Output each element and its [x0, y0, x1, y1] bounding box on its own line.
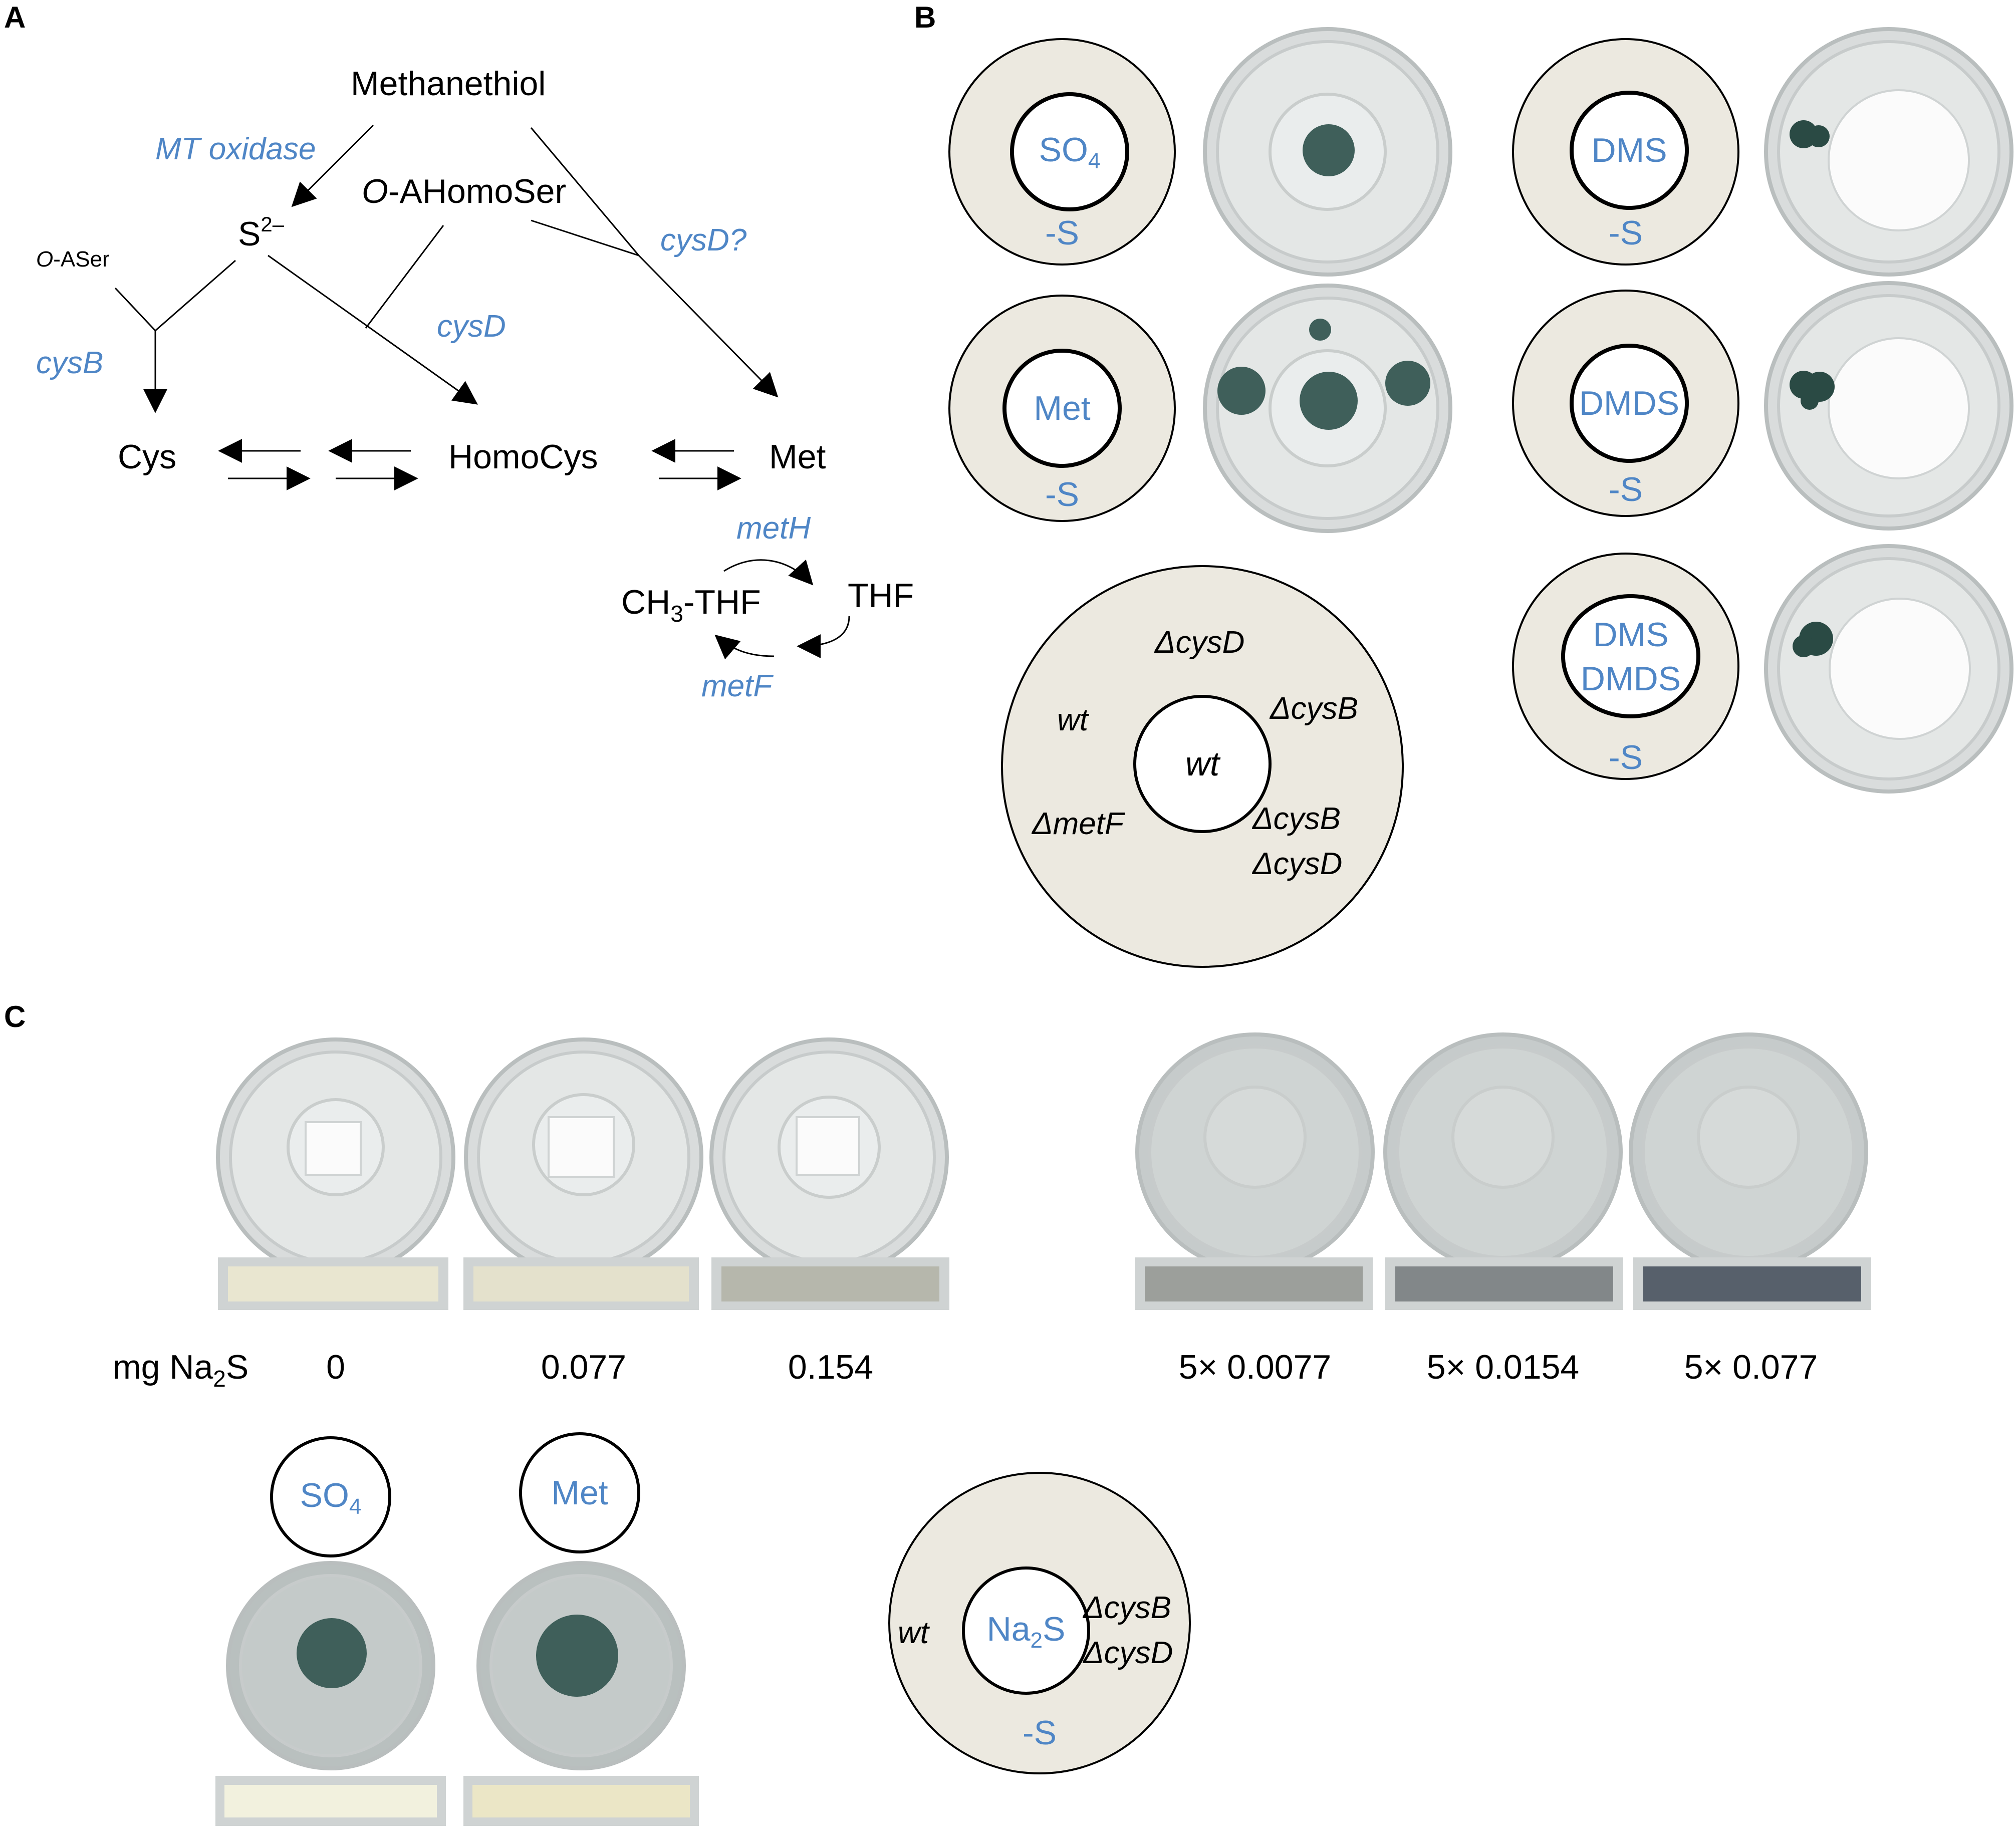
na2s-key-minus-s: -S — [1023, 1714, 1057, 1752]
amount-2: 0.154 — [788, 1348, 873, 1386]
key-strain-cysd-top: ΔcysD — [1154, 625, 1244, 660]
met-synthesis-arrow — [638, 254, 779, 398]
mt-oxidase-arrow — [291, 124, 374, 207]
disc-dms-inner-label: DMS — [1591, 131, 1667, 169]
metf-label: metF — [701, 669, 774, 703]
plate-photo-dms-dmds — [1764, 544, 2013, 794]
disc-dmds: DMDS -S — [1512, 290, 1739, 517]
plate-photo-so4 — [1203, 27, 1452, 277]
strip-5 — [1643, 1266, 1861, 1301]
o-aser-label: O-ASer — [36, 247, 110, 272]
cysd-label: cysD — [437, 309, 506, 344]
na2s-key-wt: wt — [898, 1616, 930, 1650]
mt-oxidase-label: MT oxidase — [155, 132, 316, 166]
amount-axis-label: mg Na2S — [113, 1348, 248, 1392]
key-strain-cysd-lower: ΔcysD — [1251, 847, 1342, 881]
sulfide-to-homocys-arrow — [268, 254, 478, 405]
plate-na2s-0154 — [709, 1037, 949, 1277]
thf-return-arrow — [797, 616, 850, 658]
control-so4-label: SO4 — [300, 1476, 362, 1519]
disc-dms-dmds-outer-label: -S — [1609, 738, 1643, 776]
strip-0 — [228, 1266, 438, 1301]
strip-2 — [721, 1266, 939, 1301]
na2s-plates-row — [216, 1032, 1868, 1277]
oaser-line — [114, 287, 156, 332]
key-strain-wt-left: wt — [1057, 703, 1090, 737]
panel-label-c: C — [4, 1000, 26, 1033]
strip-4 — [1395, 1266, 1613, 1301]
key-strain-cysb-lower: ΔcysB — [1251, 802, 1341, 836]
plate-na2s-0 — [216, 1037, 455, 1277]
disc-dms-dmds: DMS DMDS -S — [1512, 553, 1739, 780]
metf-cycle-arrow — [714, 634, 775, 660]
plate-na2s-5x0077 — [1629, 1032, 1868, 1272]
key-strain-cysb-right: ΔcysB — [1269, 691, 1358, 726]
amount-0: 0 — [326, 1348, 345, 1386]
panel-b: B SO4 -S Met -S DMS -S DMDS -S — [914, 1, 2013, 968]
panel-label-b: B — [914, 1, 936, 34]
na2s-key-center-label: Na2S — [987, 1610, 1066, 1653]
disc-met: Met -S — [948, 295, 1176, 522]
control-so4: SO4 — [215, 1436, 446, 1826]
amount-4: 5× 0.0154 — [1427, 1348, 1579, 1386]
key-strain-metf: ΔmetF — [1031, 807, 1125, 841]
strip-3 — [1145, 1266, 1363, 1301]
o-ahomoser-label: O-AHomoSer — [362, 172, 566, 210]
plate-na2s-0077 — [464, 1037, 703, 1277]
sulfide-label: S2– — [238, 212, 285, 253]
na2s-layout-key: Na2S wt ΔcysB ΔcysD -S — [888, 1472, 1191, 1774]
amount-3: 5× 0.0077 — [1179, 1348, 1331, 1386]
homocys-label: HomoCys — [448, 438, 598, 476]
key-center-wt: wt — [1185, 745, 1221, 783]
strain-layout-key: wt ΔcysD ΔcysB ΔcysB ΔcysD ΔmetF wt — [1001, 565, 1404, 968]
ch3-thf-label: CH3-THF — [621, 583, 761, 627]
panel-label-a: A — [4, 1, 26, 34]
disc-so4: SO4 -S — [948, 38, 1176, 266]
disc-dms-dmds-inner-label-1: DMS — [1593, 616, 1668, 654]
plate-na2s-5x00077 — [1135, 1032, 1375, 1272]
disc-met-inner-label: Met — [1034, 389, 1090, 427]
disc-dmds-outer-label: -S — [1609, 470, 1643, 508]
plate-na2s-5x00154 — [1383, 1032, 1623, 1272]
plate-photo-met — [1203, 284, 1452, 533]
disc-so4-inner-label: SO4 — [1039, 131, 1101, 173]
meth-cycle-arrow — [723, 559, 814, 586]
na2s-key-cysd: ΔcysD — [1082, 1636, 1173, 1670]
cysd-question-label: cysD? — [660, 223, 747, 257]
disc-so4-outer-label: -S — [1045, 214, 1079, 252]
disc-dms-dmds-inner-label-2: DMDS — [1581, 660, 1681, 698]
control-met-label: Met — [551, 1474, 608, 1512]
meth-label: metH — [736, 511, 811, 546]
amount-1: 0.077 — [541, 1348, 626, 1386]
plate-photo-dmds — [1764, 281, 2013, 531]
sulfide-to-cys-line — [155, 259, 236, 332]
lead-acetate-strips — [218, 1257, 1871, 1310]
disc-met-outer-label: -S — [1045, 475, 1079, 513]
ahomoser-to-homocys-line — [365, 225, 444, 329]
methanethiol-label: Methanethiol — [351, 65, 546, 103]
thf-label: THF — [848, 577, 914, 615]
ahomoser-join-line — [531, 219, 639, 256]
cysb-label: cysB — [36, 346, 103, 380]
disc-dms: DMS -S — [1512, 38, 1739, 266]
disc-dms-outer-label: -S — [1609, 214, 1643, 252]
methanethiol-line — [530, 127, 640, 256]
strip-1 — [473, 1266, 689, 1301]
disc-dmds-inner-label: DMDS — [1579, 384, 1679, 422]
cys-label: Cys — [118, 438, 176, 476]
panel-a: A Methanethiol MT oxidase O-AHomoSer S2–… — [4, 1, 914, 703]
na2s-key-cysb: ΔcysB — [1082, 1591, 1171, 1625]
amount-5: 5× 0.077 — [1684, 1348, 1818, 1386]
plate-photo-dms — [1764, 27, 2013, 277]
panel-c: C — [4, 1000, 1871, 1826]
control-met: Met — [463, 1432, 699, 1826]
met-label: Met — [769, 438, 826, 476]
